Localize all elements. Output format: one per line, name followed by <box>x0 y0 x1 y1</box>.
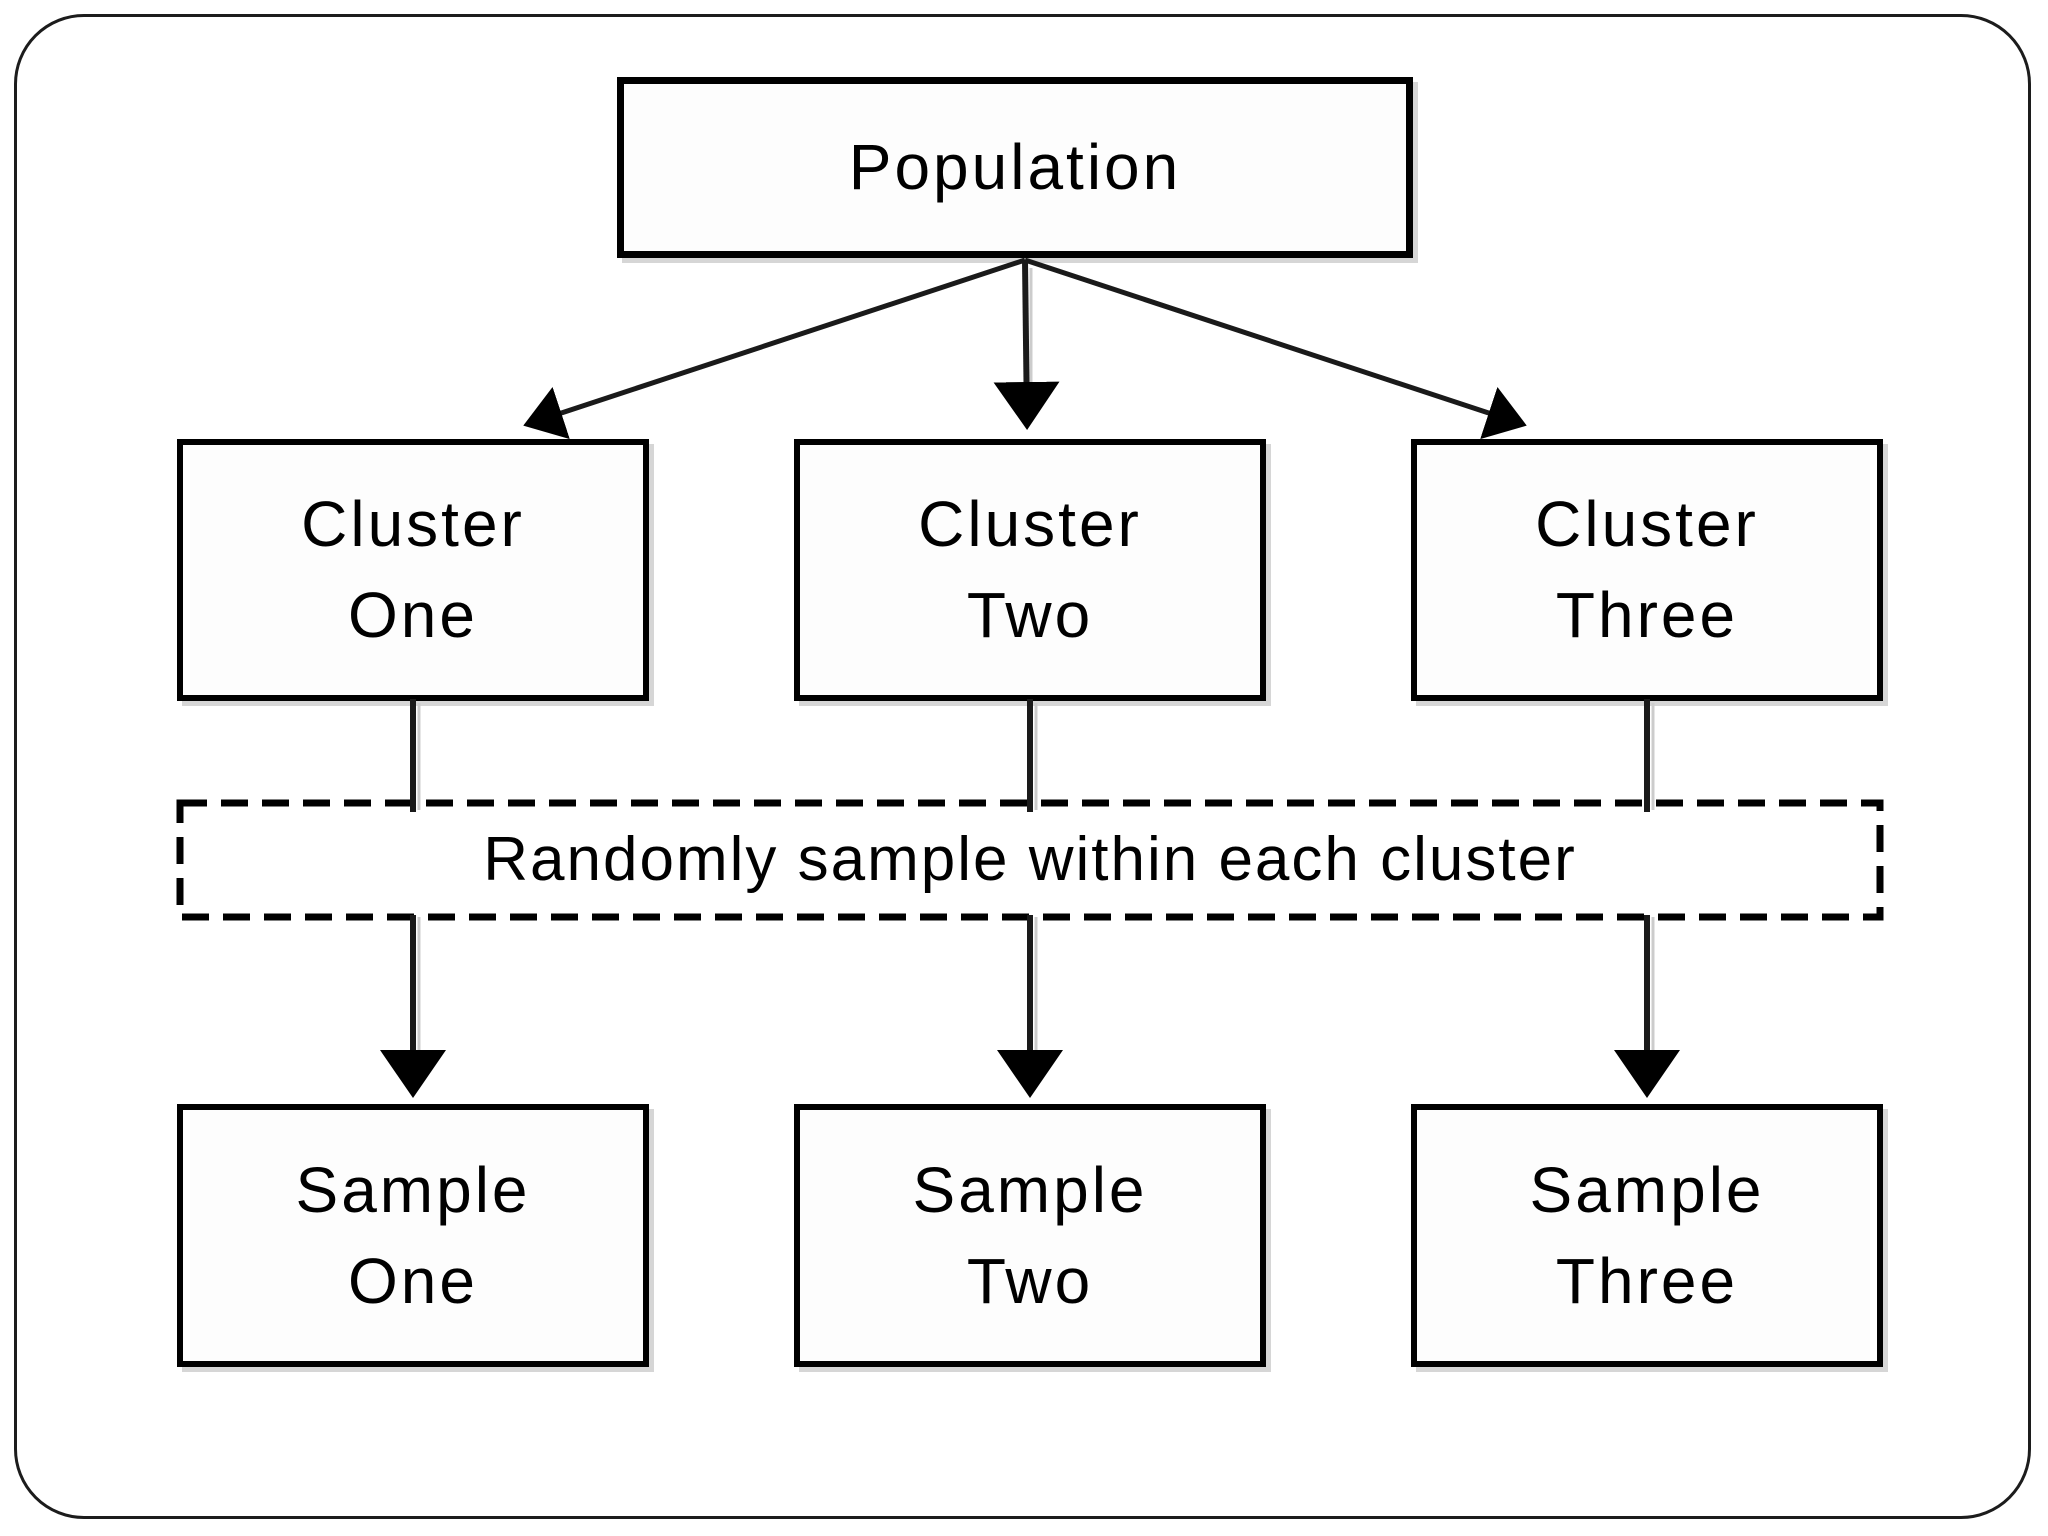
sample-one-node: Sample One <box>177 1104 649 1367</box>
sample-two-label-line2: Two <box>966 1244 1094 1317</box>
sample-one-label-line2: One <box>348 1244 478 1317</box>
note-label: Randomly sample within each cluster <box>483 824 1577 894</box>
cluster-one-node: Cluster One <box>177 439 649 701</box>
cluster-three-label-line1: Cluster <box>1535 488 1759 561</box>
cluster-one-label-line1: Cluster <box>301 488 525 561</box>
cluster-two-label-line1: Cluster <box>918 488 1142 561</box>
sample-two-label-line1: Sample <box>912 1153 1148 1226</box>
cluster-two-label-line2: Two <box>966 579 1094 651</box>
cluster-two-node: Cluster Two <box>794 439 1266 701</box>
sample-three-node: Sample Three <box>1411 1104 1883 1367</box>
cluster-three-node: Cluster Three <box>1411 439 1883 701</box>
sample-three-label-line1: Sample <box>1529 1153 1765 1226</box>
cluster-one-label-line2: One <box>348 579 478 651</box>
sample-one-label-line1: Sample <box>295 1153 531 1226</box>
sample-two-node: Sample Two <box>794 1104 1266 1367</box>
population-label: Population <box>848 131 1182 204</box>
sample-three-label-line2: Three <box>1555 1244 1739 1317</box>
population-node: Population <box>617 77 1413 258</box>
cluster-three-label-line2: Three <box>1555 579 1739 651</box>
slide-border-frame <box>14 14 2031 1519</box>
